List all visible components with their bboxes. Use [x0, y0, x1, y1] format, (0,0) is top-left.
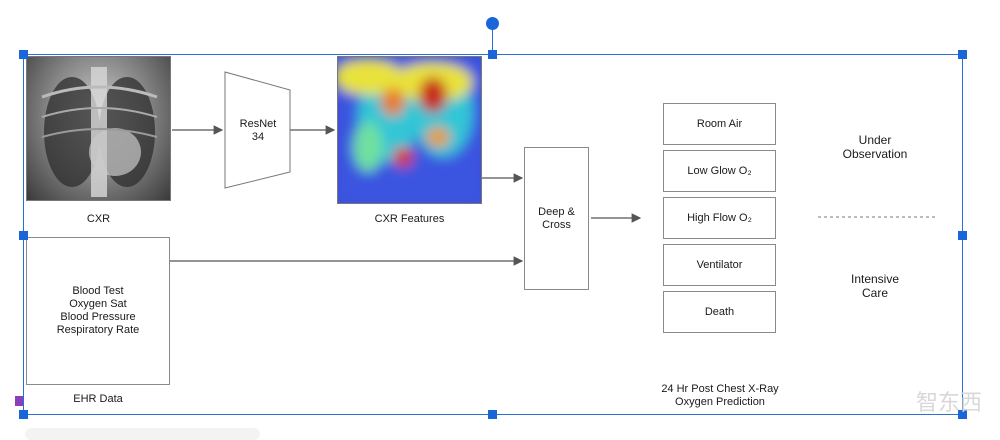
resize-handle-bottom-left[interactable] [19, 410, 28, 419]
deep-cross-box: Deep & Cross [524, 147, 589, 290]
resize-handle-middle-right[interactable] [958, 231, 967, 240]
cxr-graphic [41, 67, 158, 197]
cxr-image [26, 56, 171, 201]
resize-handle-bottom-center[interactable] [488, 410, 497, 419]
selection-box[interactable] [23, 54, 963, 415]
resize-handle-top-right[interactable] [958, 50, 967, 59]
ehr-data-box: Blood Test Oxygen Sat Blood Pressure Res… [26, 237, 170, 385]
rotate-handle-stem [492, 24, 493, 54]
resnet-trapezoid [224, 71, 291, 189]
output-room-air-label: Room Air [696, 117, 743, 130]
group-intensive-care: Intensive Care [850, 272, 900, 300]
ehr-line-blood-test: Blood Test [72, 285, 124, 297]
group-under-observation: Under Observation [842, 133, 908, 161]
ehr-data-label: EHR Data [73, 393, 123, 405]
resize-handle-middle-left[interactable] [19, 231, 28, 240]
output-high-flow-label: High Flow O₂ [687, 211, 752, 224]
resize-handle-top-center[interactable] [488, 50, 497, 59]
output-ventilator-label: Ventilator [696, 258, 743, 271]
cxr-features-label: CXR Features [374, 213, 445, 225]
anchor-marker[interactable] [15, 396, 23, 406]
output-low-glow-label: Low Glow O₂ [687, 164, 752, 177]
output-ventilator: Ventilator [663, 244, 776, 286]
ehr-line-oxygen-sat: Oxygen Sat [69, 298, 127, 310]
output-death-label: Death [704, 305, 735, 318]
watermark: 智东西 [915, 390, 982, 415]
output-death: Death [663, 291, 776, 333]
deep-cross-label: Deep & Cross [538, 205, 575, 231]
output-high-flow: High Flow O₂ [663, 197, 776, 239]
cxr-label: CXR [86, 213, 111, 225]
ehr-line-blood-pressure: Blood Pressure [60, 311, 136, 323]
output-low-glow: Low Glow O₂ [663, 150, 776, 192]
resnet-label: ResNet 34 [239, 118, 277, 143]
resize-handle-bottom-right[interactable] [958, 410, 967, 419]
rotate-handle[interactable] [486, 17, 499, 30]
output-room-air: Room Air [663, 103, 776, 145]
footer-bar [25, 428, 260, 440]
ehr-line-respiratory-rate: Respiratory Rate [56, 324, 140, 336]
resize-handle-top-left[interactable] [19, 50, 28, 59]
cxr-features-heatmap [337, 56, 482, 204]
heatmap-graphic [338, 57, 481, 203]
output-caption: 24 Hr Post Chest X-Ray Oxygen Prediction [661, 383, 779, 408]
